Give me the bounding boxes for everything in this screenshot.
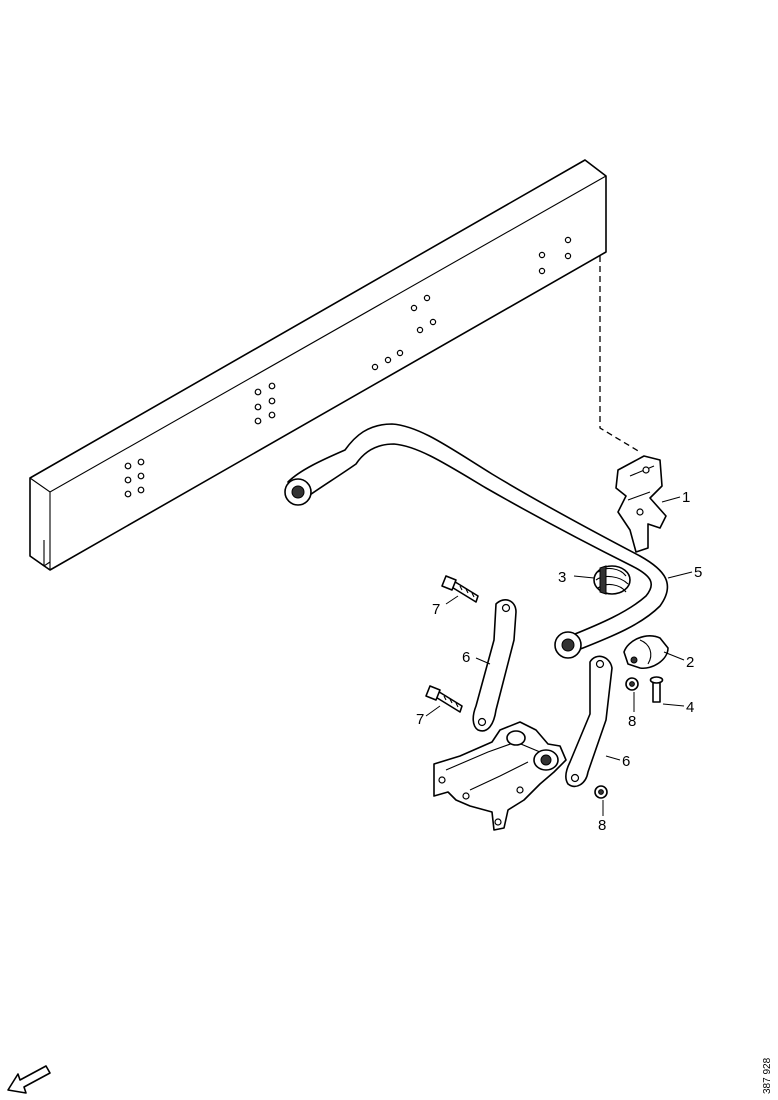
link-arm-left bbox=[472, 599, 517, 732]
callout-7-lower: 7 bbox=[416, 711, 424, 728]
callout-4: 4 bbox=[686, 699, 694, 716]
frame-mounting-holes bbox=[124, 236, 572, 498]
clamp-bolt bbox=[649, 676, 664, 703]
link-bolt-lower bbox=[425, 685, 463, 713]
callout-2: 2 bbox=[686, 654, 694, 671]
axle-bracket bbox=[433, 721, 567, 831]
nut-upper bbox=[625, 677, 639, 691]
frame-side-member bbox=[29, 159, 607, 571]
link-arm-right bbox=[565, 655, 613, 788]
callout-5: 5 bbox=[694, 564, 702, 581]
callout-6-right: 6 bbox=[622, 753, 630, 770]
callout-3: 3 bbox=[558, 569, 566, 586]
nut-lower bbox=[594, 785, 608, 799]
rubber-bushing bbox=[593, 565, 631, 595]
frame-bracket bbox=[615, 455, 667, 553]
callout-7-upper: 7 bbox=[432, 601, 440, 618]
callout-8-upper: 8 bbox=[628, 713, 636, 730]
leader-lines bbox=[425, 496, 693, 816]
bushing-clamp bbox=[623, 635, 669, 670]
callout-6-left: 6 bbox=[462, 649, 470, 666]
callout-8-lower: 8 bbox=[598, 817, 606, 834]
reference-number: 387 928 bbox=[762, 1057, 773, 1094]
stabiliser-bar bbox=[284, 423, 669, 659]
assembly-line bbox=[599, 256, 641, 453]
link-bolt-upper bbox=[441, 575, 479, 603]
callout-1: 1 bbox=[682, 489, 690, 506]
direction-arrow-icon bbox=[7, 1065, 51, 1094]
